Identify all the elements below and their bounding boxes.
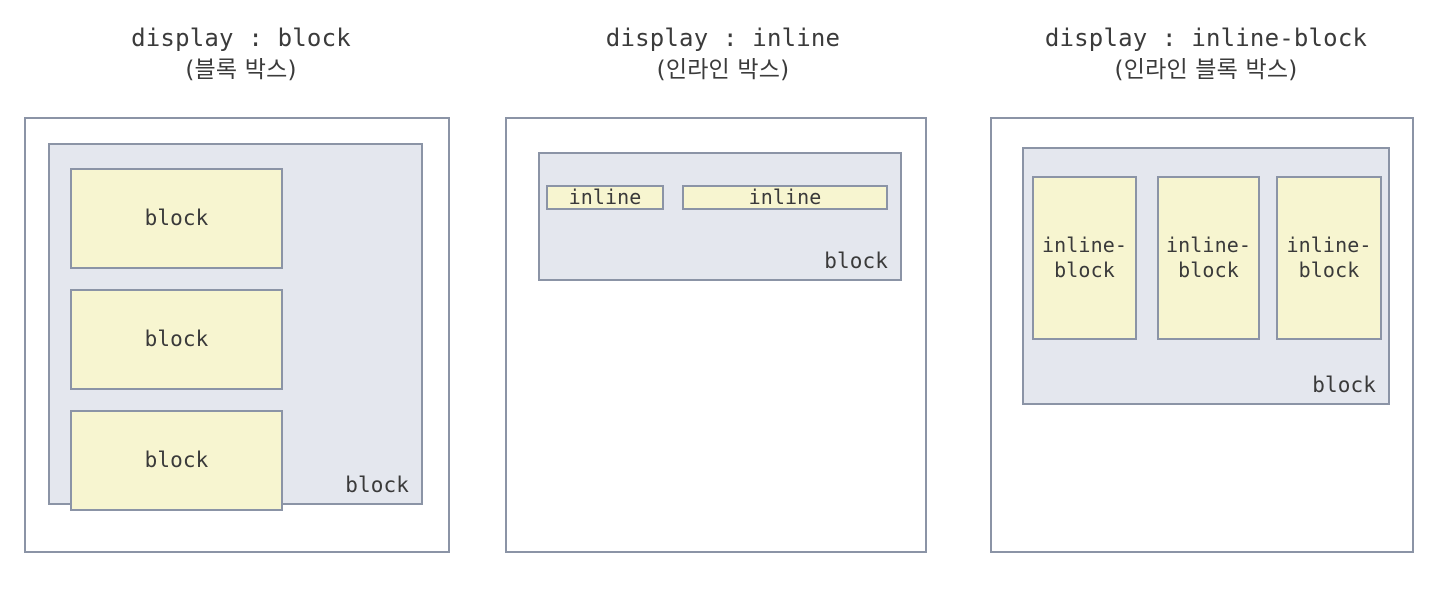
inline-block-box-3-label-line2: block bbox=[1298, 258, 1360, 282]
inline-block-box-3-label: inline-block bbox=[1287, 233, 1372, 283]
block-container-inline: inline inline block bbox=[538, 152, 902, 281]
block-box-3: block bbox=[70, 410, 283, 511]
block-container-label-inline: block bbox=[824, 249, 888, 273]
inline-block-box-2: inline-block bbox=[1157, 176, 1260, 340]
outer-box-block: block block block block bbox=[24, 117, 450, 553]
inline-block-box-1: inline-block bbox=[1032, 176, 1137, 340]
caption-korean-inline: (인라인 박스) bbox=[656, 57, 790, 84]
inline-block-box-2-label: inline-block bbox=[1166, 233, 1251, 283]
block-box-2: block bbox=[70, 289, 283, 390]
panel-caption-block: display : block (블록 박스) bbox=[0, 22, 482, 87]
block-container-block: block block block block bbox=[48, 143, 423, 511]
panel-caption-inline-block: display : inline-block (인라인 블록 박스) bbox=[964, 22, 1448, 87]
outer-box-inline-block: inline-block inline-block inline-block b… bbox=[990, 117, 1414, 553]
caption-latin-inline-block: display : inline-block bbox=[1044, 24, 1368, 52]
caption-korean-inline-block: (인라인 블록 박스) bbox=[1114, 57, 1298, 84]
panel-display-inline-block: display : inline-block (인라인 블록 박스) inlin… bbox=[964, 0, 1448, 594]
inline-block-box-2-label-line1: inline- bbox=[1166, 233, 1251, 257]
caption-latin-block: display : block bbox=[131, 24, 351, 52]
inline-box-2: inline bbox=[682, 185, 888, 210]
inline-block-box-1-label-line2: block bbox=[1054, 258, 1115, 282]
panel-display-inline: display : inline (인라인 박스) inline inline … bbox=[482, 0, 964, 594]
inline-block-box-1-label: inline-block bbox=[1042, 233, 1127, 283]
block-box-3-label: block bbox=[144, 448, 209, 473]
inline-block-box-3-label-line1: inline- bbox=[1286, 233, 1372, 257]
block-box-1-label: block bbox=[144, 206, 209, 231]
inline-block-box-1-label-line1: inline- bbox=[1042, 233, 1127, 257]
block-box-1: block bbox=[70, 168, 283, 269]
block-box-2-label: block bbox=[144, 327, 209, 352]
inline-block-box-2-label-line2: block bbox=[1178, 258, 1239, 282]
block-container-label-inline-block: block bbox=[1312, 373, 1376, 397]
inline-box-1: inline bbox=[546, 185, 664, 210]
inline-box-1-label: inline bbox=[568, 184, 642, 209]
outer-box-inline: inline inline block bbox=[505, 117, 927, 553]
panel-display-block: display : block (블록 박스) block block bloc… bbox=[0, 0, 482, 594]
inline-box-2-label: inline bbox=[748, 184, 822, 209]
caption-korean-block: (블록 박스) bbox=[185, 57, 297, 84]
panel-caption-inline: display : inline (인라인 박스) bbox=[482, 22, 964, 87]
inline-block-box-3: inline-block bbox=[1276, 176, 1382, 340]
block-container-label-block: block bbox=[345, 473, 409, 497]
caption-latin-inline: display : inline bbox=[605, 24, 841, 52]
block-container-inline-block: inline-block inline-block inline-block b… bbox=[1022, 147, 1390, 405]
